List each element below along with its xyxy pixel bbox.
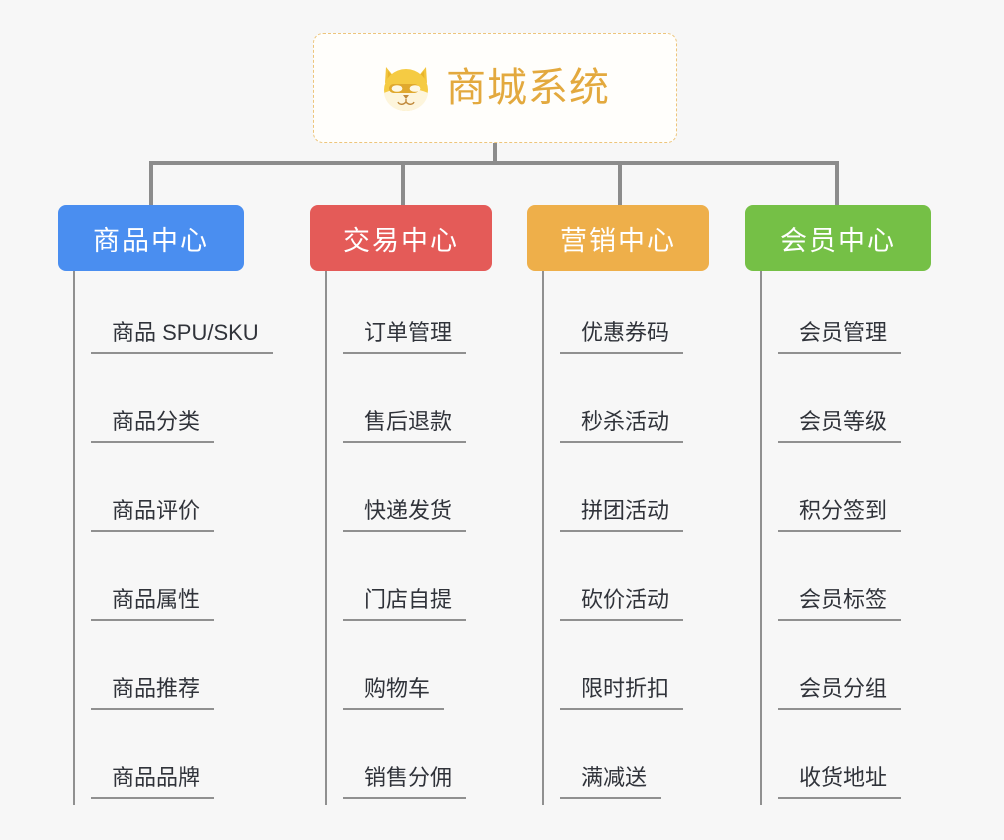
branch-items-product: 商品 SPU/SKU 商品分类 商品评价 商品属性 商品推荐 商品品牌 bbox=[73, 271, 273, 805]
list-item-label: 砍价活动 bbox=[560, 587, 684, 621]
list-item[interactable]: 秒杀活动 bbox=[560, 360, 709, 449]
list-item[interactable]: 拼团活动 bbox=[560, 449, 709, 538]
list-item[interactable]: 售后退款 bbox=[343, 360, 492, 449]
branch-header-label: 交易中心 bbox=[343, 225, 459, 256]
list-item[interactable]: 商品 SPU/SKU bbox=[91, 271, 273, 360]
list-item-label: 秒杀活动 bbox=[560, 409, 684, 443]
list-item-label: 限时折扣 bbox=[560, 676, 684, 710]
list-item-label: 快递发货 bbox=[343, 498, 467, 532]
list-item-label: 拼团活动 bbox=[560, 498, 684, 532]
connector-drop-3 bbox=[618, 161, 622, 207]
branch-column-marketing: 营销中心 优惠券码 秒杀活动 拼团活动 砍价活动 限时折扣 满减送 bbox=[527, 205, 709, 805]
connector-root-stem bbox=[493, 143, 497, 165]
list-item-label: 会员标签 bbox=[778, 587, 902, 621]
list-item-label: 购物车 bbox=[343, 676, 445, 710]
list-item[interactable]: 商品分类 bbox=[91, 360, 244, 449]
list-item-label: 满减送 bbox=[560, 765, 662, 799]
list-item[interactable]: 优惠券码 bbox=[560, 271, 709, 360]
connector-drop-2 bbox=[401, 161, 405, 207]
branch-header-product[interactable]: 商品中心 bbox=[58, 205, 244, 271]
list-item[interactable]: 订单管理 bbox=[343, 271, 492, 360]
connector-drop-1 bbox=[149, 161, 153, 207]
list-item[interactable]: 会员等级 bbox=[778, 360, 931, 449]
list-item[interactable]: 快递发货 bbox=[343, 449, 492, 538]
list-item-label: 门店自提 bbox=[343, 587, 467, 621]
list-item[interactable]: 会员标签 bbox=[778, 538, 931, 627]
list-item-label: 商品评价 bbox=[91, 498, 215, 532]
list-item-label: 会员管理 bbox=[778, 320, 902, 354]
page-title: 商城系统 bbox=[446, 66, 610, 110]
list-item-label: 订单管理 bbox=[343, 320, 467, 354]
branch-items-marketing: 优惠券码 秒杀活动 拼团活动 砍价活动 限时折扣 满减送 bbox=[542, 271, 709, 805]
list-item[interactable]: 限时折扣 bbox=[560, 627, 709, 716]
list-item[interactable]: 门店自提 bbox=[343, 538, 492, 627]
list-item-label: 商品分类 bbox=[91, 409, 215, 443]
branch-column-product: 商品中心 商品 SPU/SKU 商品分类 商品评价 商品属性 商品推荐 商品品牌 bbox=[58, 205, 273, 805]
shiba-dog-icon bbox=[384, 67, 428, 111]
list-item[interactable]: 会员管理 bbox=[778, 271, 931, 360]
branch-items-member: 会员管理 会员等级 积分签到 会员标签 会员分组 收货地址 bbox=[760, 271, 931, 805]
list-item-label: 积分签到 bbox=[778, 498, 902, 532]
list-item-label: 售后退款 bbox=[343, 409, 467, 443]
branch-header-trade[interactable]: 交易中心 bbox=[310, 205, 492, 271]
branch-header-member[interactable]: 会员中心 bbox=[745, 205, 931, 271]
root-node[interactable]: 商城系统 bbox=[313, 33, 677, 143]
list-item-label: 商品属性 bbox=[91, 587, 215, 621]
branch-column-trade: 交易中心 订单管理 售后退款 快递发货 门店自提 购物车 销售分佣 bbox=[310, 205, 492, 805]
list-item[interactable]: 购物车 bbox=[343, 627, 492, 716]
list-item-label: 商品品牌 bbox=[91, 765, 215, 799]
list-item-label: 商品 SPU/SKU bbox=[91, 320, 273, 354]
list-item[interactable]: 商品品牌 bbox=[91, 716, 244, 805]
list-item[interactable]: 销售分佣 bbox=[343, 716, 492, 805]
list-item-label: 商品推荐 bbox=[91, 676, 215, 710]
list-item[interactable]: 砍价活动 bbox=[560, 538, 709, 627]
list-item[interactable]: 商品评价 bbox=[91, 449, 244, 538]
list-item[interactable]: 收货地址 bbox=[778, 716, 931, 805]
list-item[interactable]: 商品推荐 bbox=[91, 627, 244, 716]
connector-drop-4 bbox=[835, 161, 839, 207]
branch-column-member: 会员中心 会员管理 会员等级 积分签到 会员标签 会员分组 收货地址 bbox=[745, 205, 931, 805]
branch-header-marketing[interactable]: 营销中心 bbox=[527, 205, 709, 271]
list-item-label: 会员分组 bbox=[778, 676, 902, 710]
list-item[interactable]: 满减送 bbox=[560, 716, 709, 805]
list-item[interactable]: 会员分组 bbox=[778, 627, 931, 716]
branch-header-label: 会员中心 bbox=[780, 225, 896, 256]
list-item[interactable]: 商品属性 bbox=[91, 538, 244, 627]
list-item-label: 销售分佣 bbox=[343, 765, 467, 799]
list-item-label: 优惠券码 bbox=[560, 320, 684, 354]
list-item-label: 收货地址 bbox=[778, 765, 902, 799]
connector-trunk bbox=[150, 161, 839, 165]
branch-header-label: 营销中心 bbox=[560, 225, 676, 256]
branch-items-trade: 订单管理 售后退款 快递发货 门店自提 购物车 销售分佣 bbox=[325, 271, 492, 805]
list-item[interactable]: 积分签到 bbox=[778, 449, 931, 538]
list-item-label: 会员等级 bbox=[778, 409, 902, 443]
branch-header-label: 商品中心 bbox=[93, 225, 209, 256]
